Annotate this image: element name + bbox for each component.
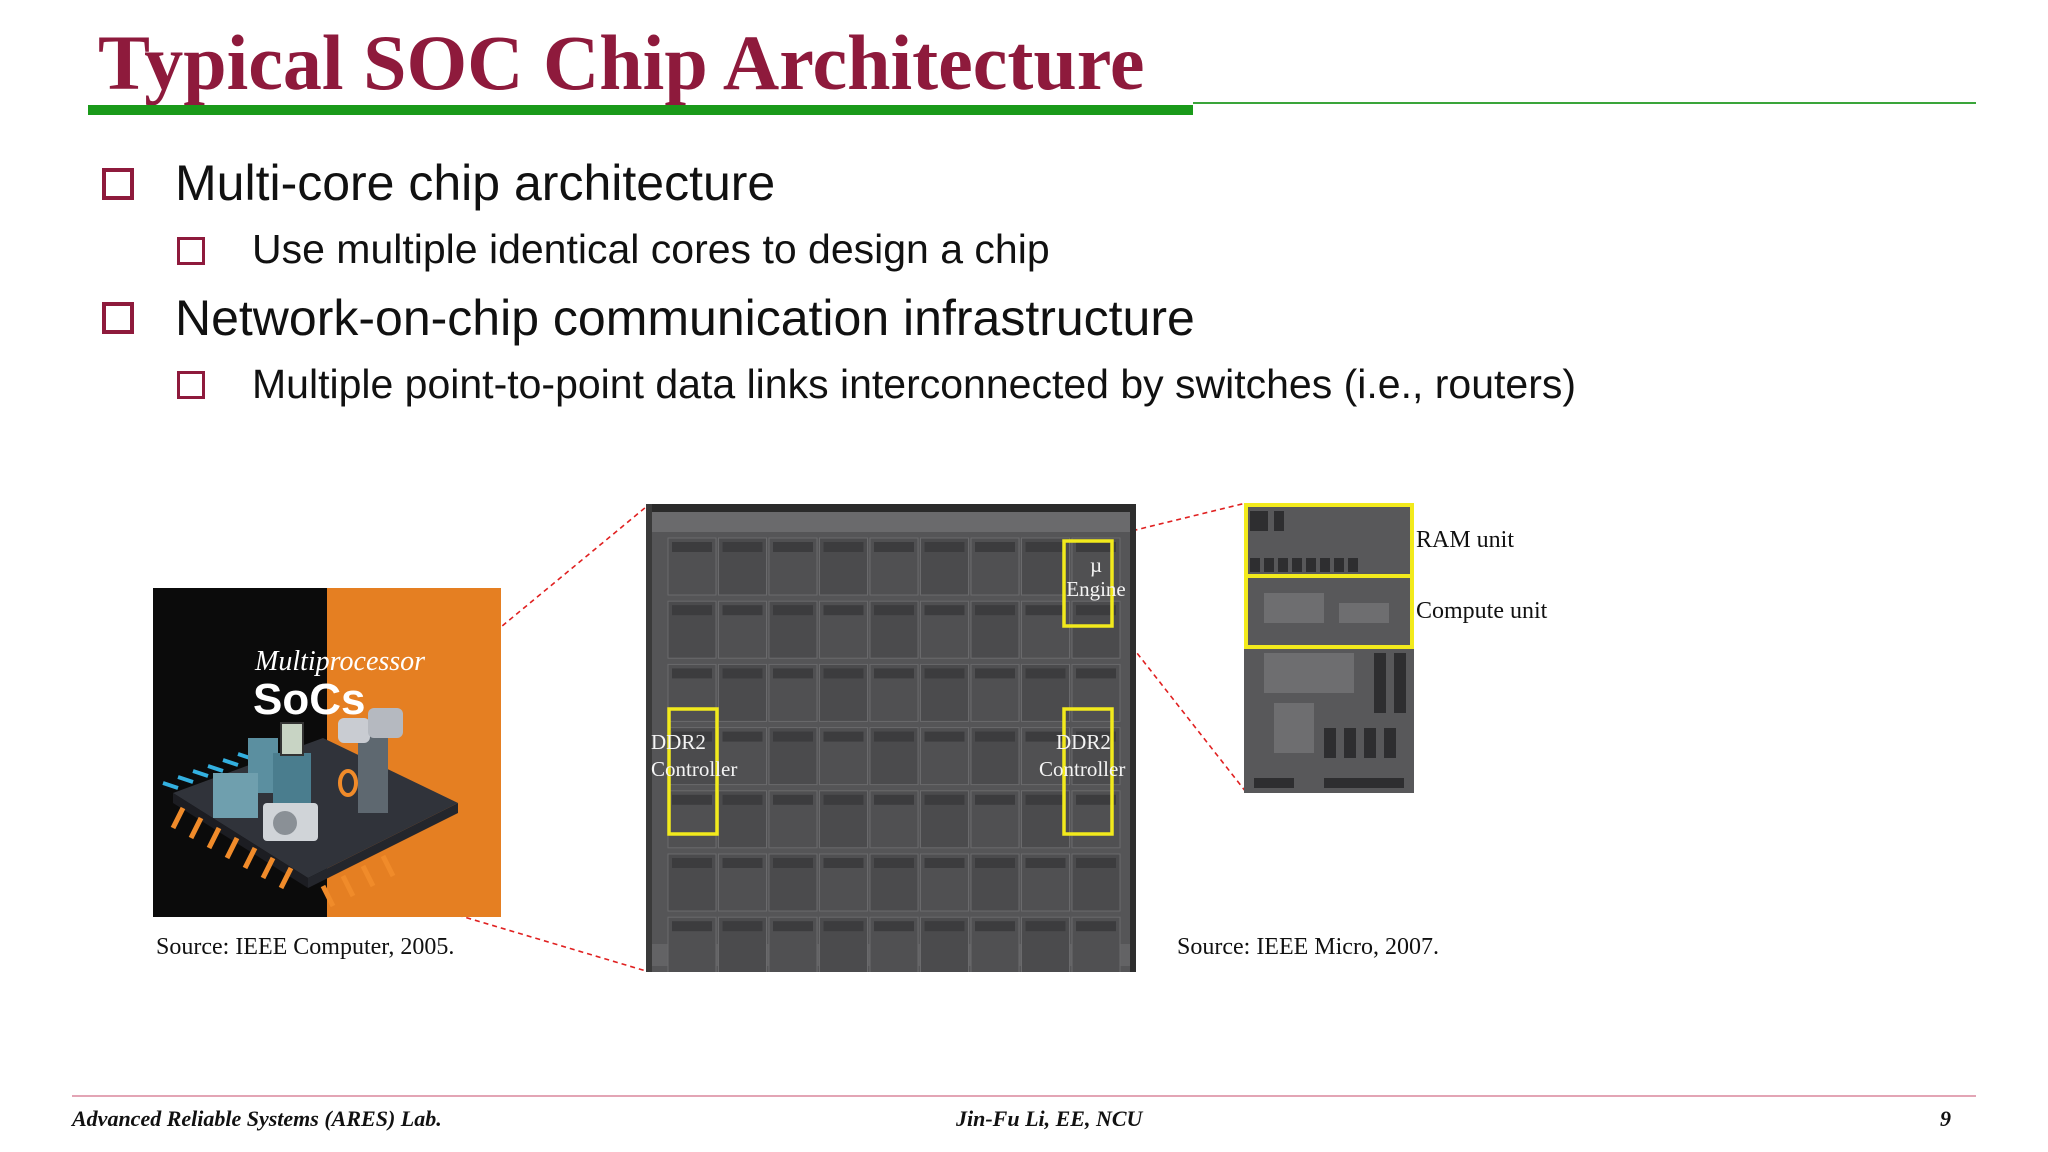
die-tile-ram-strip	[823, 542, 864, 552]
die-source-caption: Source: IEEE Micro, 2007.	[1177, 934, 1439, 960]
die-tile-ram-strip	[722, 921, 763, 932]
die-tile-ram-strip	[823, 794, 864, 805]
ddr-right-label-line1: DDR2	[1056, 730, 1111, 754]
die-tile-ram-strip	[1025, 542, 1066, 552]
bullet-text: Network-on-chip communication infrastruc…	[175, 290, 1195, 346]
die-tile-ram-strip	[773, 668, 813, 679]
die-tile-ram-strip	[874, 921, 914, 932]
ddr-right-label-line2: Controller	[1039, 757, 1126, 781]
die-tile-ram-strip	[722, 858, 763, 868]
die-tile-ram-strip	[773, 921, 813, 932]
sub-bullet-text: Multiple point-to-point data links inter…	[252, 361, 1577, 407]
die-tile-ram-strip	[924, 605, 965, 616]
die-tile-ram-strip	[672, 858, 712, 868]
die-tile-ram-strip	[924, 542, 965, 552]
die-tile-ram-strip	[975, 921, 1015, 932]
tile-zoom-image	[1244, 503, 1414, 793]
die-tile-ram-strip	[672, 542, 712, 552]
die-tile-ram-strip	[672, 668, 712, 679]
footer-lab-name: Advanced Reliable Systems (ARES) Lab.	[72, 1106, 442, 1131]
die-tile-ram-strip	[1076, 921, 1116, 932]
engine-label-mu: µ	[1089, 553, 1103, 577]
die-tile-ram-strip	[1025, 731, 1066, 742]
die-tile-ram-strip	[823, 668, 864, 679]
die-tile-ram-strip	[672, 794, 712, 805]
die-tile-ram-strip	[874, 668, 914, 679]
die-tile-ram-strip	[1025, 858, 1066, 868]
die-tile-ram-strip	[823, 731, 864, 742]
die-tile-ram-strip	[1076, 605, 1116, 616]
die-tile-ram-strip	[722, 794, 763, 805]
die-tile-ram-strip	[924, 794, 965, 805]
die-tile-ram-strip	[975, 794, 1015, 805]
engine-highlight-box	[1062, 539, 1114, 628]
die-tile-ram-strip	[773, 794, 813, 805]
connector-line	[1114, 502, 1247, 536]
die-tile-ram-strip	[975, 668, 1015, 679]
die-tile-ram-strip	[773, 858, 813, 868]
die-tile-ram-strip	[874, 731, 914, 742]
die-tile-ram-strip	[924, 921, 965, 932]
die-tile-ram-strip	[773, 605, 813, 616]
chip-die-image	[646, 504, 1136, 972]
ddr-right-highlight-box	[1062, 707, 1114, 836]
die-tile-ram-strip	[975, 858, 1015, 868]
die-tile-ram-strip	[874, 858, 914, 868]
die-tile-ram-strip	[874, 542, 914, 552]
die-tile-ram-strip	[1076, 794, 1116, 805]
sub-bullet-box-icon	[177, 237, 205, 265]
die-tile-ram-strip	[1076, 542, 1116, 552]
bullet-text: Multi-core chip architecture	[175, 155, 776, 211]
die-tile-ram-strip	[1025, 921, 1066, 932]
title-underline-thick	[88, 105, 1193, 115]
footer-rule	[72, 1095, 1976, 1097]
die-tile-ram-strip	[924, 858, 965, 868]
die-tile-ram-strip	[773, 731, 813, 742]
sub-bullet-box-icon	[177, 371, 205, 399]
die-tile-ram-strip	[924, 668, 965, 679]
die-tile-ram-strip	[1076, 668, 1116, 679]
compute-unit-label: Compute unit	[1416, 598, 1548, 624]
die-tile-ram-strip	[924, 731, 965, 742]
bullet-box-icon	[102, 302, 134, 334]
engine-label-word: Engine	[1066, 577, 1126, 601]
compute-unit-highlight-box	[1244, 574, 1414, 649]
slide-title: Typical SOC Chip Architecture	[98, 19, 1145, 106]
die-tile-ram-strip	[1025, 794, 1066, 805]
die-tile-ram-strip	[975, 542, 1015, 552]
die-tile-ram-strip	[722, 668, 763, 679]
sub-bullet-text: Use multiple identical cores to design a…	[252, 226, 1050, 272]
die-tile-ram-strip	[823, 921, 864, 932]
ram-unit-label: RAM unit	[1416, 527, 1515, 553]
die-tile-ram-strip	[722, 542, 763, 552]
cover-title-line1: Multiprocessor	[254, 646, 425, 677]
die-tile-ram-strip	[975, 605, 1015, 616]
title-underline-thin	[1193, 102, 1976, 104]
die-tile-ram-strip	[672, 731, 712, 742]
die-tile-ram-strip	[823, 605, 864, 616]
die-tile-ram-strip	[1076, 858, 1116, 868]
die-tile-ram-strip	[722, 731, 763, 742]
ddr-left-highlight-box	[667, 707, 719, 836]
cover-source-caption: Source: IEEE Computer, 2005.	[156, 934, 455, 960]
die-tile-ram-strip	[1025, 605, 1066, 616]
page-number: 9	[1940, 1106, 1951, 1131]
die-tile-ram-strip	[672, 605, 712, 616]
ddr-left-label-line2: Controller	[651, 757, 738, 781]
cover-title-line2: SoCs	[253, 675, 365, 724]
die-tile-ram-strip	[1025, 668, 1066, 679]
die-tile-ram-strip	[874, 794, 914, 805]
bullet-box-icon	[102, 168, 134, 200]
die-tile-ram-strip	[672, 921, 712, 932]
die-tile-ram-strip	[722, 605, 763, 616]
die-tile-ram-strip	[975, 731, 1015, 742]
die-tile-ram-strip	[823, 858, 864, 868]
die-tile-ram-strip	[1076, 731, 1116, 742]
die-tile-ram-strip	[773, 542, 813, 552]
footer-author: Jin-Fu Li, EE, NCU	[956, 1106, 1143, 1131]
die-tile-ram-strip	[874, 605, 914, 616]
ddr-left-label-line1: DDR2	[651, 730, 706, 754]
multiprocessor-socs-cover-image: Multiprocessor SoCs	[153, 588, 501, 917]
